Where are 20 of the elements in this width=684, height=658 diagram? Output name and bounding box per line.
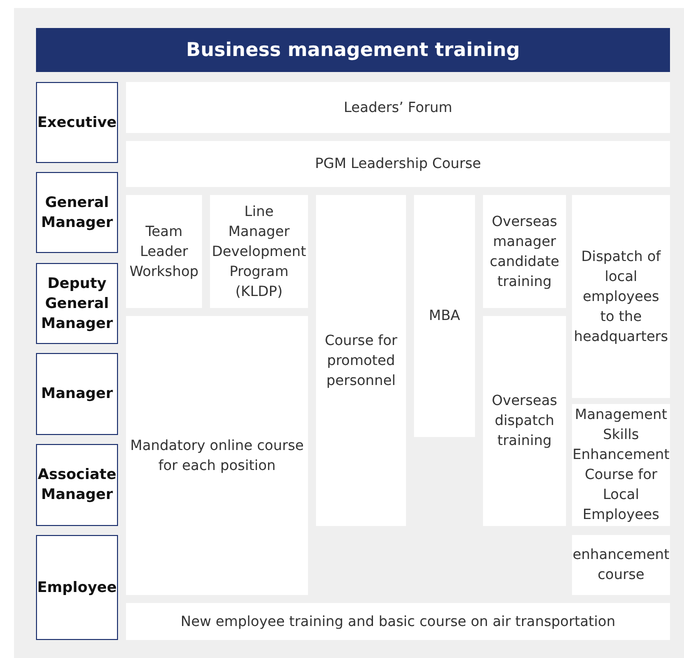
training-course-box: Line Manager Development Program (KLDP)	[210, 195, 308, 308]
training-course-box: Team Leader Workshop	[126, 195, 202, 308]
training-course-box: Course for promoted personnel	[316, 195, 406, 526]
training-course-box: MBA	[414, 195, 475, 437]
training-course-box: Overseas dispatch training	[483, 316, 566, 526]
training-course-box: enhancement course	[572, 535, 670, 595]
position-level-box: Deputy General Manager	[36, 263, 118, 344]
position-level-box: General Manager	[36, 172, 118, 253]
training-course-box: Overseas manager candidate training	[483, 195, 566, 308]
position-level-box: Manager	[36, 353, 118, 435]
position-level-box: Associate Manager	[36, 444, 118, 526]
training-course-box: Leaders’ Forum	[126, 82, 670, 133]
training-course-box: Mandatory online course for each position	[126, 316, 308, 595]
position-level-box: Employee	[36, 535, 118, 640]
training-course-box: Management Skills Enhancement Course for Local Employees	[572, 404, 670, 526]
training-course-box: PGM Leadership Course	[126, 141, 670, 187]
training-course-box: Dispatch of local employees to the headquarters	[572, 195, 670, 398]
title-banner: Business management training	[36, 28, 670, 72]
training-course-box: New employee training and basic course on air transportation	[126, 603, 670, 640]
position-level-box: Executive	[36, 82, 118, 163]
